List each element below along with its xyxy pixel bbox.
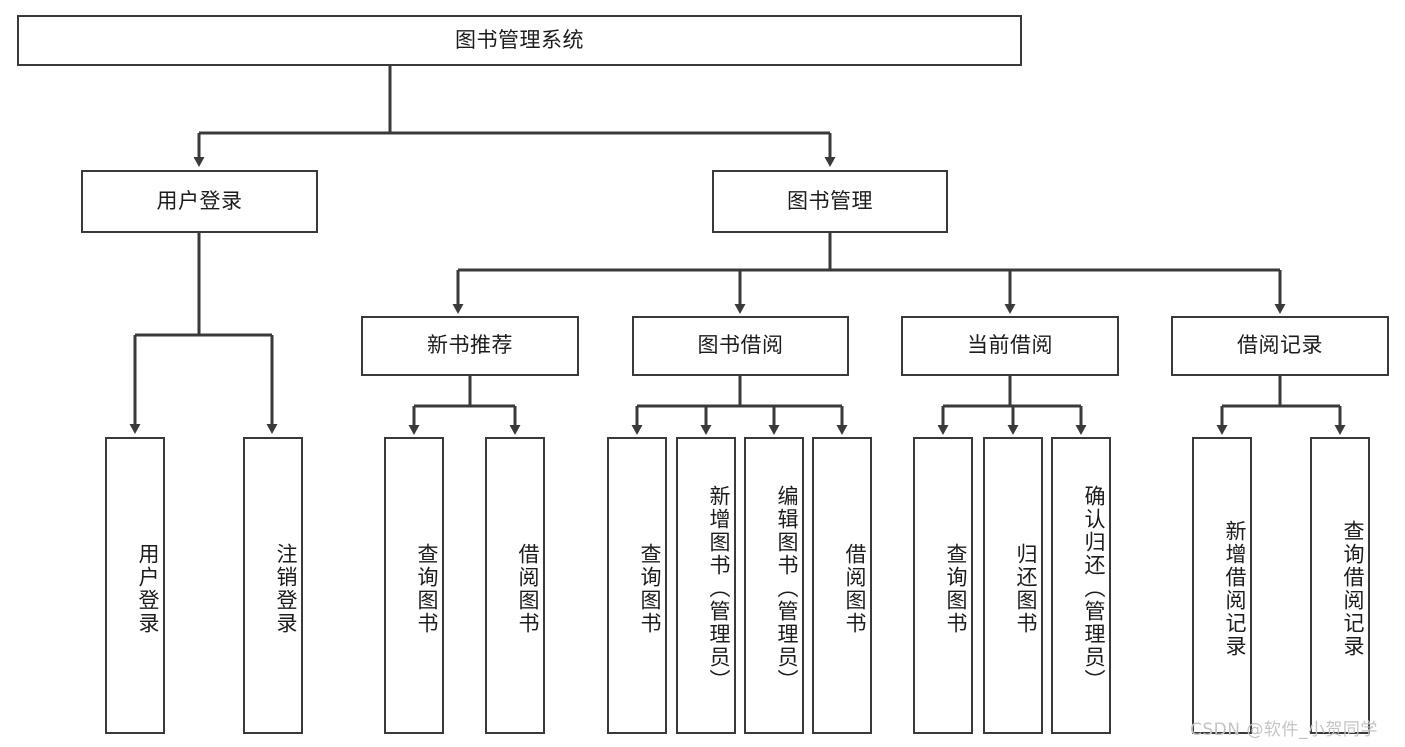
node-book-management[interactable]: 图书管理 xyxy=(712,170,948,233)
node-user-login[interactable]: 用户登录 xyxy=(81,170,318,233)
leaf-label: 新增借阅记录 xyxy=(1223,519,1247,658)
leaf-label: 用户登录 xyxy=(136,542,160,635)
leaf-label: 借阅图书 xyxy=(516,542,540,635)
leaf-borrow-book-bb[interactable]: 借阅图书 xyxy=(812,437,872,734)
node-root-system[interactable]: 图书管理系统 xyxy=(17,15,1022,66)
node-book-borrow[interactable]: 图书借阅 xyxy=(632,316,849,376)
leaf-label: 查询图书 xyxy=(638,542,662,635)
leaf-borrow-book-nb[interactable]: 借阅图书 xyxy=(485,437,545,734)
leaf-add-book-admin[interactable]: 新增图书（管理员） xyxy=(676,437,736,734)
leaf-query-borrow-record[interactable]: 查询借阅记录 xyxy=(1310,437,1370,734)
leaf-query-book-bb[interactable]: 查询图书 xyxy=(607,437,667,734)
leaf-label: 查询图书 xyxy=(944,542,968,635)
leaf-user-login[interactable]: 用户登录 xyxy=(105,437,165,734)
node-current-borrow[interactable]: 当前借阅 xyxy=(901,316,1119,376)
leaf-label: 注销登录 xyxy=(274,542,298,635)
leaf-confirm-return-admin[interactable]: 确认归还（管理员） xyxy=(1051,437,1111,734)
leaf-label: 新增图书（管理员） xyxy=(707,485,731,692)
node-new-book-recommend[interactable]: 新书推荐 xyxy=(361,316,579,376)
leaf-add-borrow-record[interactable]: 新增借阅记录 xyxy=(1192,437,1252,734)
leaf-return-book[interactable]: 归还图书 xyxy=(983,437,1043,734)
watermark-text: CSDN @软件_小贺同学 xyxy=(1190,720,1378,740)
leaf-label: 编辑图书（管理员） xyxy=(775,485,799,692)
leaf-label: 归还图书 xyxy=(1014,542,1038,635)
leaf-label: 查询图书 xyxy=(415,542,439,635)
leaf-logout[interactable]: 注销登录 xyxy=(243,437,303,734)
leaf-label: 确认归还（管理员） xyxy=(1082,485,1106,692)
node-borrow-record[interactable]: 借阅记录 xyxy=(1171,316,1389,376)
leaf-edit-book-admin[interactable]: 编辑图书（管理员） xyxy=(744,437,804,734)
leaf-label: 借阅图书 xyxy=(843,542,867,635)
leaf-label: 查询借阅记录 xyxy=(1341,519,1365,658)
leaf-query-book-nb[interactable]: 查询图书 xyxy=(384,437,444,734)
leaf-query-book-cb[interactable]: 查询图书 xyxy=(913,437,973,734)
